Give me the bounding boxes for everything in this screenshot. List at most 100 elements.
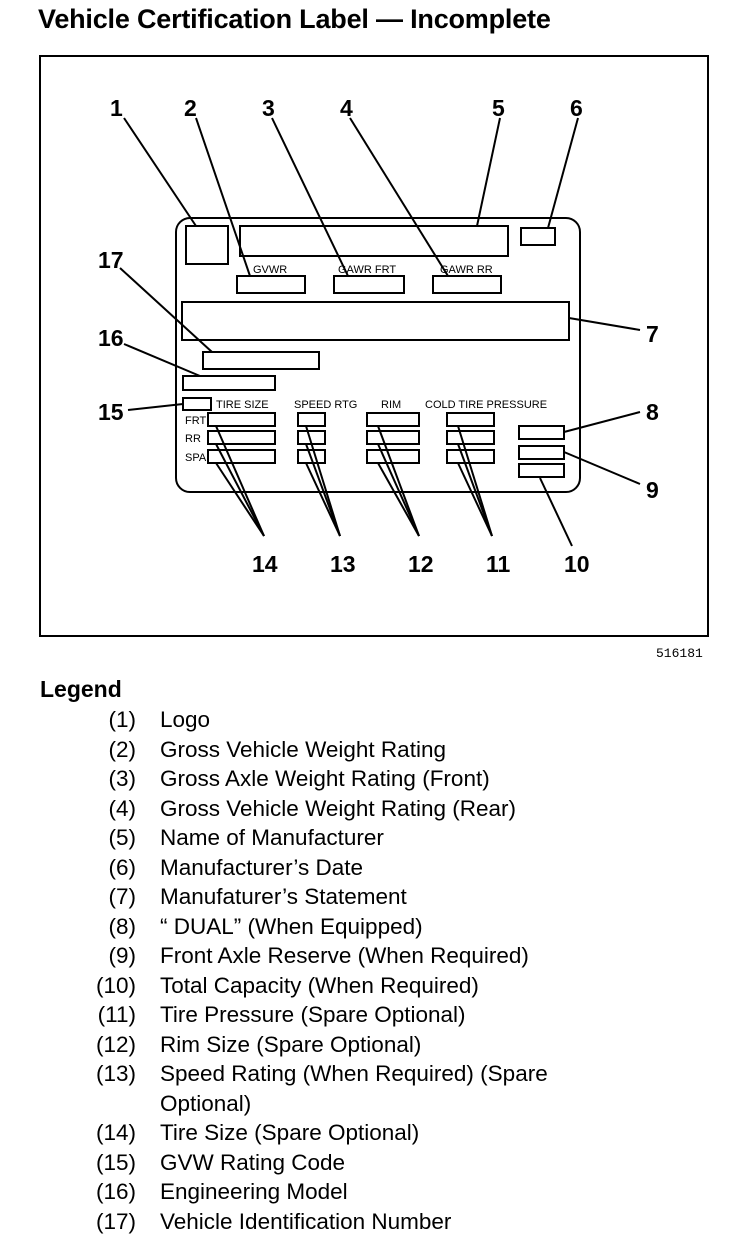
certification-label-diagram: GVWR GAWR FRT GAWR RR TIRE SIZE SPEED RT… [39, 55, 709, 637]
cold-tire-pressure-header: COLD TIRE PRESSURE [425, 399, 547, 411]
legend-text: Gross Vehicle Weight Rating (Rear) [160, 795, 516, 821]
legend-number: (4) [108, 795, 137, 821]
legend-text: Rim Size (Spare Optional) [160, 1031, 422, 1057]
callout-12: 12 [408, 551, 434, 577]
callout-8: 8 [646, 399, 659, 425]
legend-item: (17) Vehicle Identification Number [0, 1207, 752, 1237]
tire-size-header: TIRE SIZE [216, 399, 269, 411]
legend-item: (3) Gross Axle Weight Rating (Front) [0, 764, 752, 794]
legend-text: Total Capacity (When Required) [160, 972, 479, 998]
callout-13: 13 [330, 551, 356, 577]
legend-number: (17) [95, 1208, 136, 1234]
legend-list: (1) Logo (2) Gross Vehicle Weight Rating (… [0, 705, 752, 1236]
tire-size-frt-box [207, 412, 276, 427]
manufacturer-name-box [239, 225, 509, 257]
legend-text: Front Axle Reserve (When Required) [160, 943, 529, 968]
legend-text: Name of Manufacturer [160, 825, 384, 850]
legend-number: (1) [108, 707, 137, 732]
callout-10: 10 [564, 551, 590, 577]
rim-spa-box [366, 449, 420, 464]
gawr-rr-field-label: GAWR RR [440, 264, 493, 276]
gvwr-box [236, 275, 306, 294]
legend-item: (10) Total Capacity (When Required) [0, 971, 752, 1001]
legend-number: (11) [97, 1002, 136, 1027]
leader-lines [119, 117, 641, 547]
legend-item: (14) Tire Size (Spare Optional) [0, 1118, 752, 1148]
callout-6: 6 [570, 95, 583, 121]
tire-size-rr-box [207, 430, 276, 445]
legend-number: (12) [95, 1031, 136, 1057]
callout-3: 3 [262, 95, 275, 121]
legend-number: (8) [108, 913, 137, 939]
legend-number: (5) [108, 825, 137, 850]
legend-item: (5) Name of Manufacturer [0, 823, 752, 853]
legend-number: (16) [95, 1179, 136, 1204]
pressure-spa-box [446, 449, 495, 464]
manufacturer-statement-box [181, 301, 570, 341]
callout-11: 11 [486, 551, 511, 577]
legend-item: (6)Manufacturer’s Date [0, 853, 752, 883]
engineering-model-box [182, 375, 276, 391]
legend-number: (14) [95, 1120, 136, 1145]
pressure-rr-box [446, 430, 495, 445]
rim-rr-box [366, 430, 420, 445]
legend-title: Legend [40, 676, 122, 702]
legend-number: (7) [108, 884, 137, 909]
legend-number: (13) [95, 1061, 136, 1086]
callout-14: 14 [252, 551, 278, 577]
gvwr-field-label: GVWR [253, 264, 287, 276]
legend-text: Tire Pressure (Spare Optional) [160, 1002, 466, 1027]
gawr-frt-field-label: GAWR FRT [338, 264, 396, 276]
legend-item: (12) Rim Size (Spare Optional) [0, 1030, 752, 1060]
tire-size-spa-box [207, 449, 276, 464]
row-label-spa: SPA [185, 452, 207, 464]
vin-box [202, 351, 320, 370]
speed-rtg-header: SPEED RTG [294, 399, 357, 411]
callout-2: 2 [184, 95, 197, 121]
callout-1: 1 [110, 95, 123, 121]
legend-text: “ DUAL” (When Equipped) [160, 913, 423, 939]
total-capacity-box [518, 463, 565, 478]
legend-number: (9) [108, 943, 137, 968]
rim-header: RIM [381, 399, 401, 411]
legend-text: Speed Rating (When Required) (Spare Opti… [160, 1061, 548, 1116]
legend-text: Tire Size (Spare Optional) [160, 1120, 420, 1145]
legend-number: (6) [108, 854, 137, 880]
legend-item: (9) Front Axle Reserve (When Required) [0, 941, 752, 971]
legend-text: Logo [160, 707, 211, 732]
callout-16: 16 [98, 325, 124, 351]
legend-text: Vehicle Identification Number [160, 1208, 452, 1234]
legend-item: (15)GVW Rating Code [0, 1148, 752, 1178]
legend-item: (2) Gross Vehicle Weight Rating [0, 735, 752, 765]
legend-item: (4) Gross Vehicle Weight Rating (Rear) [0, 794, 752, 824]
callout-4: 4 [340, 95, 353, 121]
legend-text: Manufaturer’s Statement [160, 884, 407, 909]
figure-id: 516181 [656, 646, 703, 661]
callout-15: 15 [98, 399, 124, 425]
gvw-rating-code-box [182, 397, 212, 411]
legend-item: (11) Tire Pressure (Spare Optional) [0, 1000, 752, 1030]
legend-number: (3) [108, 766, 137, 791]
legend-text: Gross Axle Weight Rating (Front) [160, 766, 490, 791]
row-label-rr: RR [185, 433, 201, 445]
legend-number: (2) [108, 736, 137, 762]
label-outline [175, 217, 581, 493]
dual-box [518, 425, 565, 440]
manufacturer-date-box [520, 227, 556, 246]
legend-item: (13) Speed Rating (When Required) (Spare … [0, 1059, 752, 1118]
legend-text: Gross Vehicle Weight Rating [160, 736, 446, 762]
legend-item: (16) Engineering Model [0, 1177, 752, 1207]
callout-17: 17 [98, 247, 124, 273]
page-title: Vehicle Certification Label — Incomplete [38, 4, 551, 34]
legend-number: (10) [95, 972, 136, 998]
pressure-frt-box [446, 412, 495, 427]
legend-text: Engineering Model [160, 1179, 348, 1204]
legend-item: (1) Logo [0, 705, 752, 735]
speed-rtg-spa-box [297, 449, 326, 464]
legend-item: (8) “ DUAL” (When Equipped) [0, 912, 752, 942]
gawr-frt-box [333, 275, 405, 294]
legend-item: (7) Manufaturer’s Statement [0, 882, 752, 912]
callout-5: 5 [492, 95, 505, 121]
legend-number: (15) [95, 1149, 136, 1175]
speed-rtg-frt-box [297, 412, 326, 427]
